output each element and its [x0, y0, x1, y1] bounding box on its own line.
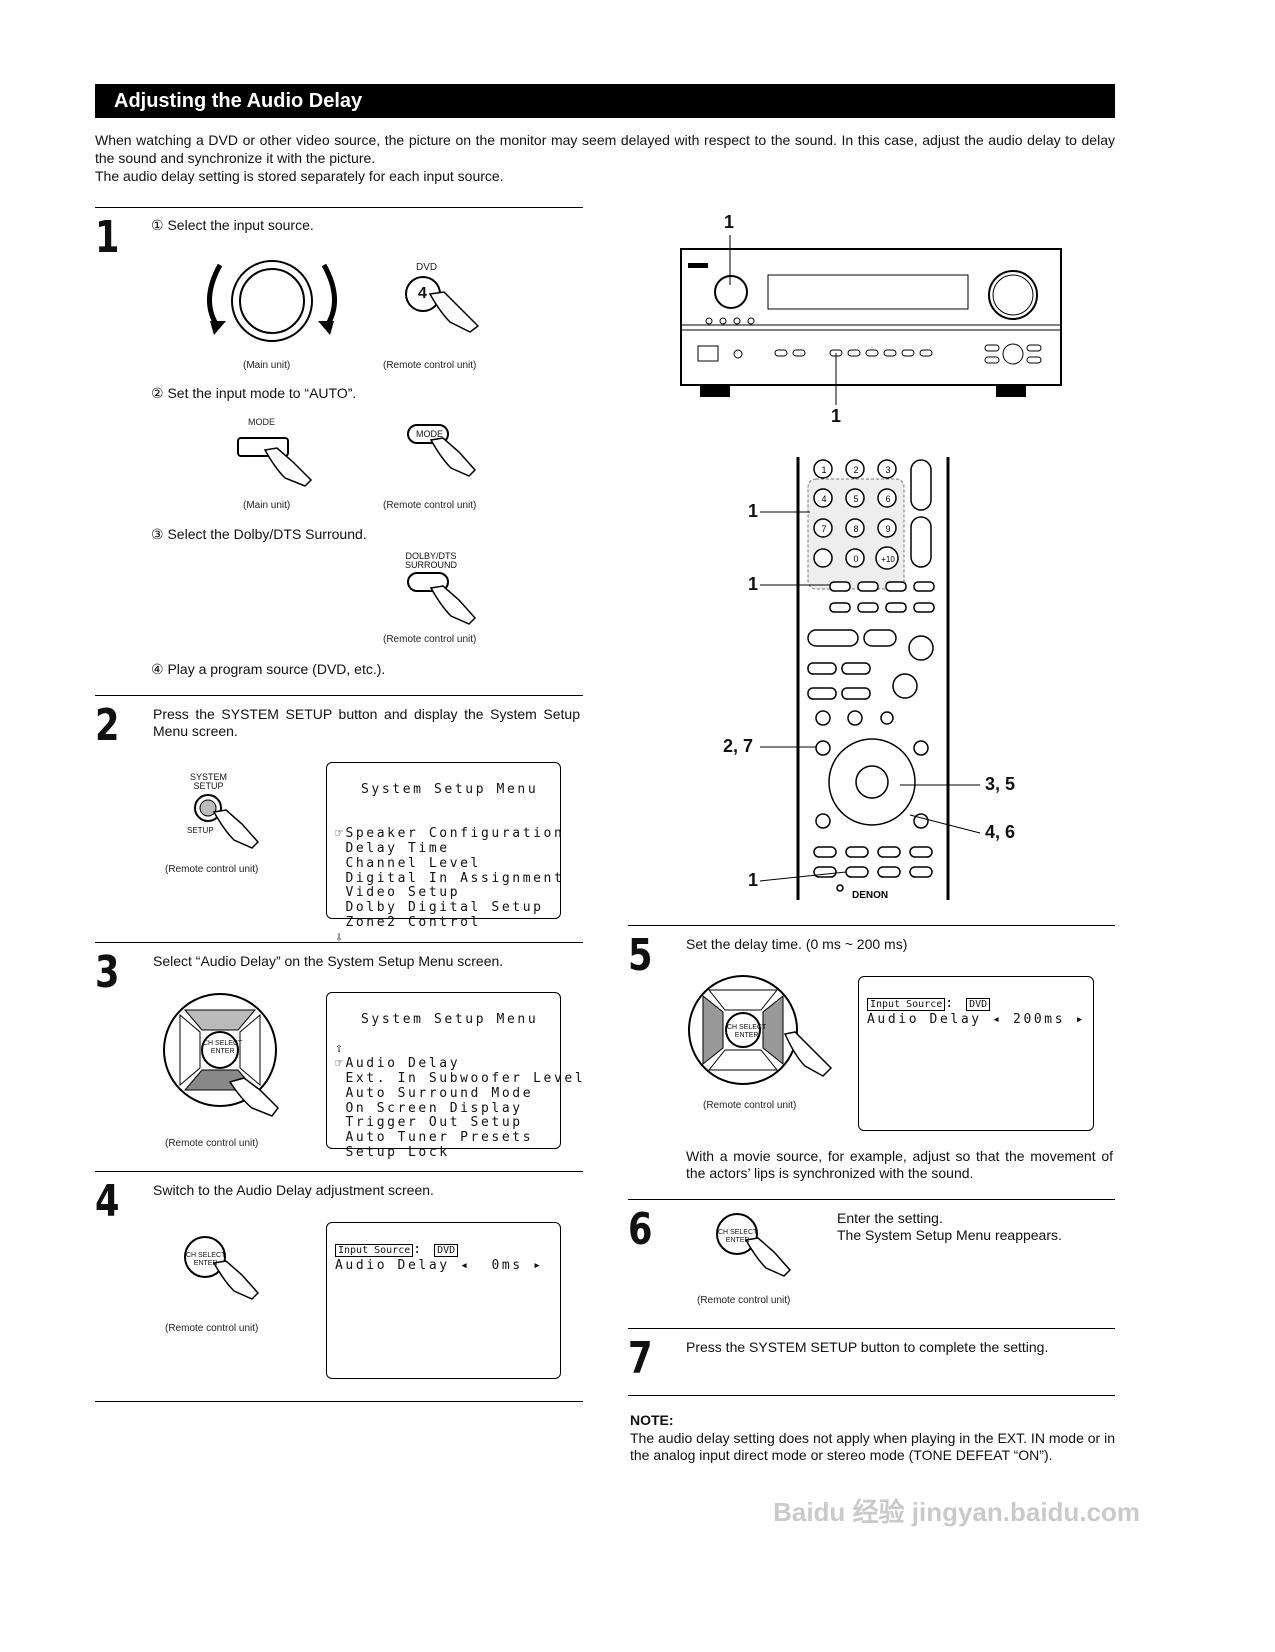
key-9: 9	[885, 524, 890, 534]
substep: ② Set the input mode to “AUTO”.	[151, 385, 357, 401]
callout: 3, 5	[985, 774, 1016, 794]
enter-button-illustration	[184, 1236, 260, 1300]
caption: (Remote control unit)	[165, 864, 259, 875]
divider	[628, 1395, 1115, 1396]
callout: 2, 7	[723, 736, 754, 756]
step-text: Select “Audio Delay” on the System Setup…	[153, 953, 504, 969]
substep: ④ Play a program source (DVD, etc.).	[151, 661, 386, 677]
remote-mode-button-illustration	[407, 424, 477, 477]
step-text: Set the delay time. (0 ms ~ 200 ms)	[686, 936, 908, 952]
brand-logo: DENON	[852, 890, 888, 901]
step-text: Press the SYSTEM SETUP button and displa…	[153, 706, 580, 739]
input-knob-illustration	[207, 260, 337, 342]
divider	[95, 1171, 583, 1172]
remote-button-4-illustration	[405, 276, 480, 333]
step-text: Enter the setting.The System Setup Menu …	[837, 1210, 1062, 1243]
key-1: 1	[821, 465, 826, 475]
receiver-front-panel-illustration	[680, 235, 1062, 405]
label: SETUP	[187, 826, 214, 835]
step-text: Press the SYSTEM SETUP button to complet…	[686, 1339, 1049, 1355]
caption: (Remote control unit)	[697, 1295, 791, 1306]
section-title: Adjusting the Audio Delay	[95, 84, 1115, 118]
watermark: Baidu 经验 jingyan.baidu.com	[773, 1497, 1140, 1527]
callout: 1	[748, 501, 759, 521]
cursor-pad-right-illustration	[688, 975, 833, 1085]
osd-screen-system-setup: System Setup Menu ☞Speaker Configuration…	[326, 762, 562, 945]
cursor-pad-illustration	[163, 993, 279, 1117]
key-8: 8	[853, 524, 858, 534]
divider	[95, 942, 583, 943]
step-number: 7	[628, 1333, 653, 1384]
caption: (Main unit)	[243, 500, 291, 511]
callout: 1	[724, 212, 735, 232]
caption: (Remote control unit)	[703, 1100, 797, 1111]
note-text: The audio delay setting does not apply w…	[630, 1430, 1115, 1463]
step-number: 5	[628, 930, 653, 981]
key-label: MODE	[416, 429, 443, 439]
key-0: 0	[853, 554, 858, 564]
key-3: 3	[885, 465, 890, 475]
key-5: 5	[853, 494, 858, 504]
caption: (Remote control unit)	[383, 500, 477, 511]
intro-paragraph: The audio delay setting is stored separa…	[95, 168, 504, 184]
key-plus10: +10	[881, 555, 895, 564]
key-4: 4	[821, 494, 826, 504]
note-heading: NOTE:	[630, 1412, 674, 1428]
step-number: 3	[95, 947, 120, 998]
caption: (Remote control unit)	[165, 1138, 259, 1149]
divider	[95, 695, 583, 696]
substep: ③ Select the Dolby/DTS Surround.	[151, 526, 367, 542]
callout: 1	[831, 406, 842, 426]
divider	[628, 1328, 1115, 1329]
step-number: 6	[628, 1204, 653, 1255]
intro-paragraph: When watching a DVD or other video sourc…	[95, 132, 1115, 166]
divider	[628, 1199, 1115, 1200]
dolby-surround-button-illustration	[407, 572, 477, 625]
system-setup-button-illustration	[194, 794, 260, 849]
caption: (Remote control unit)	[165, 1323, 259, 1334]
step-note: With a movie source, for example, adjust…	[686, 1148, 1113, 1181]
caption: (Remote control unit)	[383, 634, 477, 645]
key-6: 6	[885, 494, 890, 504]
label: MODE	[248, 417, 275, 427]
step-number: 1	[95, 212, 120, 263]
enter-button-illustration	[716, 1213, 792, 1277]
remote-control-illustration: 1 2 3 4 5 6 7 8 9 0 +10 DENON	[760, 457, 981, 901]
osd-screen-system-setup-page2: System Setup Menu ⇧☞Audio Delay Ext. In …	[326, 992, 583, 1160]
step-text: Switch to the Audio Delay adjustment scr…	[153, 1182, 434, 1198]
callout: 1	[748, 870, 759, 890]
caption: (Main unit)	[243, 360, 291, 371]
key-7: 7	[821, 524, 826, 534]
callout: 1	[748, 574, 759, 594]
caption: (Remote control unit)	[383, 360, 477, 371]
divider	[628, 925, 1115, 926]
label: DVD	[416, 262, 438, 273]
divider	[95, 207, 583, 208]
callout: 4, 6	[985, 822, 1016, 842]
key-2: 2	[853, 465, 858, 475]
intro: When watching a DVD or other video sourc…	[95, 131, 1115, 185]
substep: ① Select the input source.	[151, 217, 314, 233]
step-number: 2	[95, 700, 120, 751]
key-label: 4	[418, 285, 427, 302]
step-number: 4	[95, 1176, 120, 1227]
main-mode-button-illustration	[237, 437, 313, 487]
divider	[95, 1401, 583, 1402]
